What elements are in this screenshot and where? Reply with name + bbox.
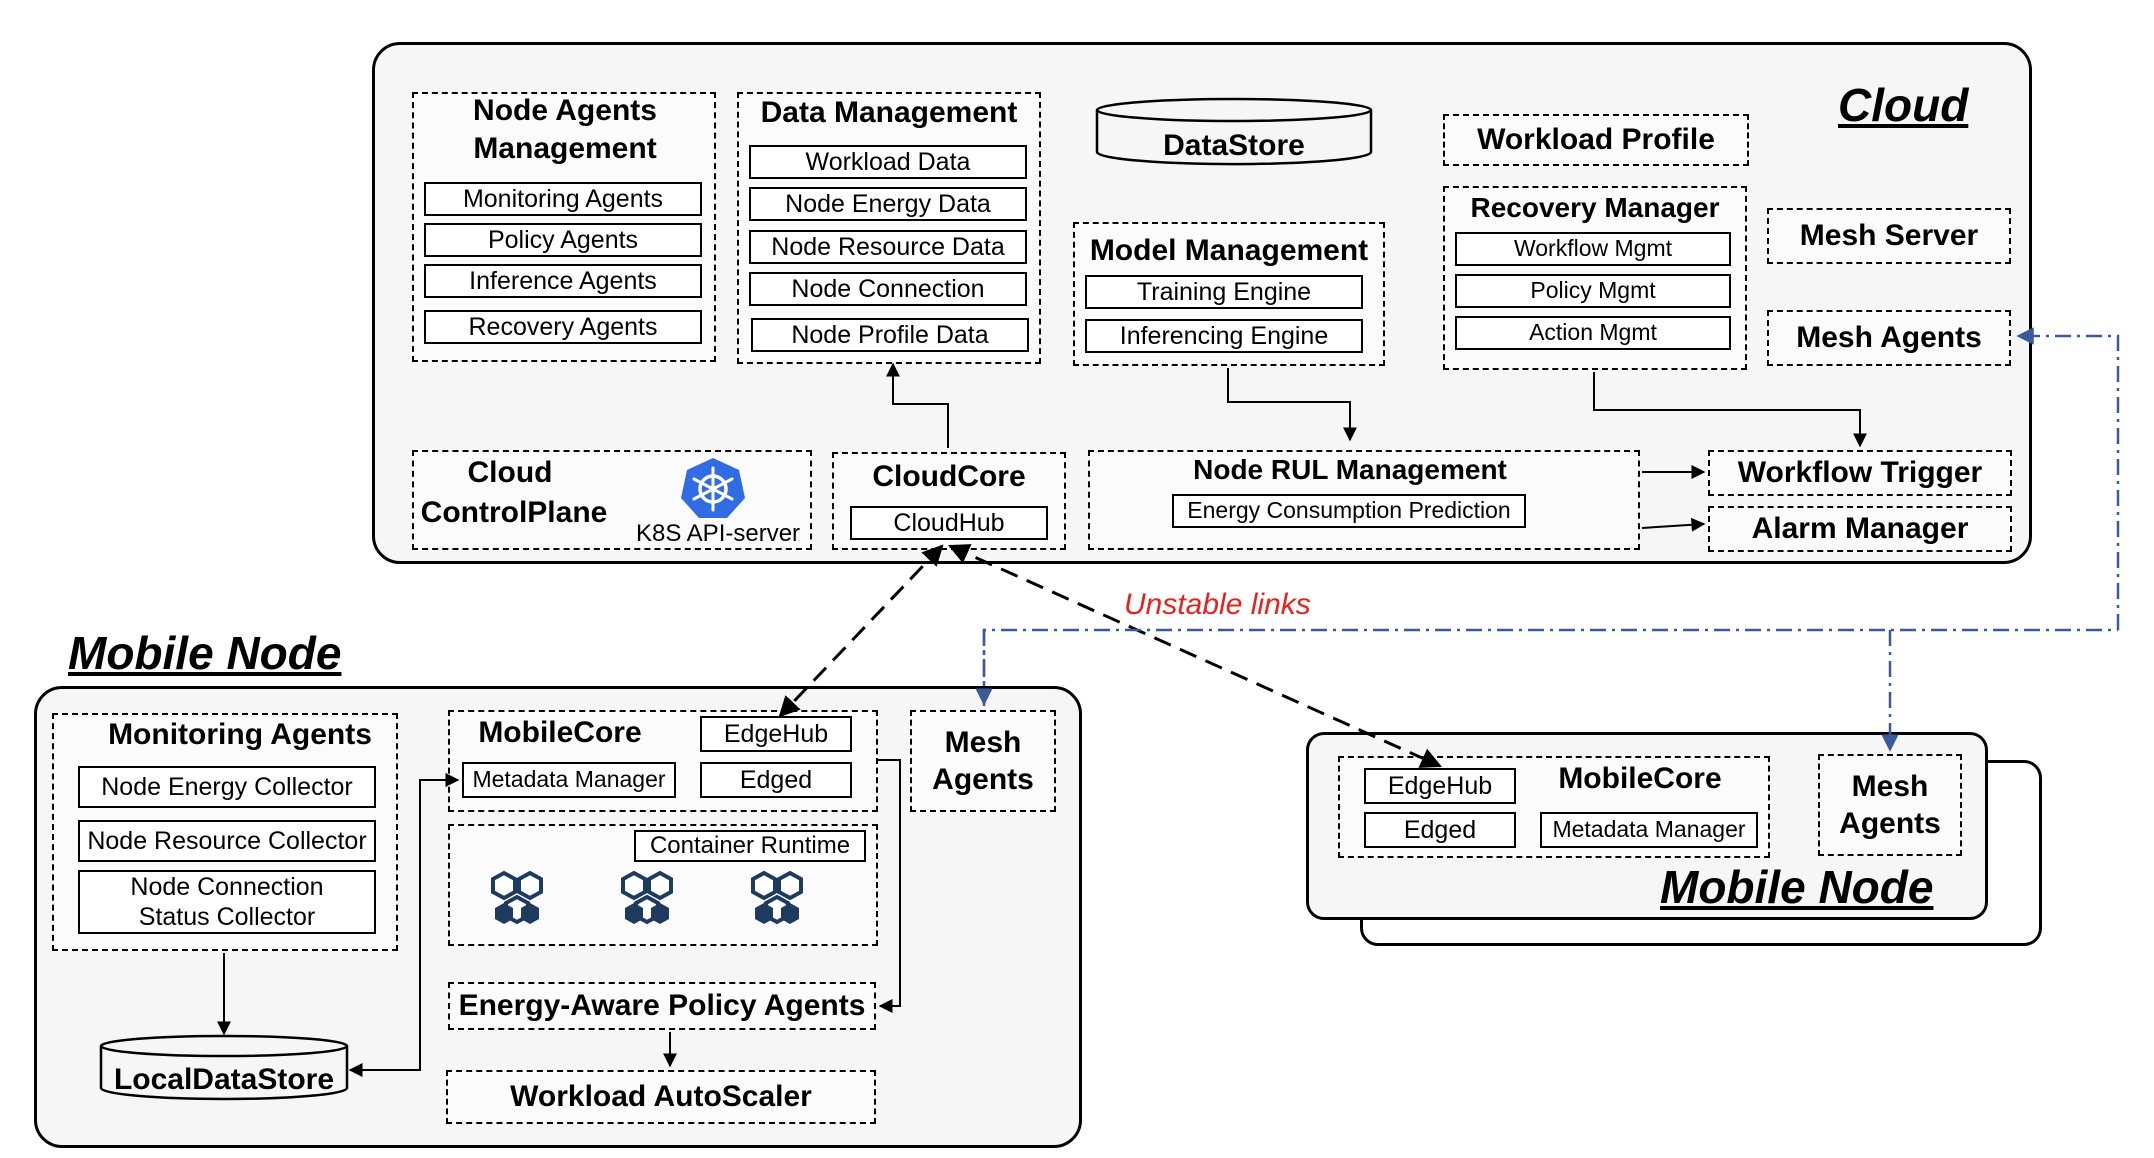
node-profile-data-item: Node Profile Data bbox=[751, 318, 1029, 352]
node-connection-line2: Status Collector bbox=[138, 903, 316, 931]
model-management-title: Model Management bbox=[1089, 234, 1369, 267]
mesh-agents-line1: Mesh bbox=[944, 725, 1022, 759]
recovery-agents-item: Recovery Agents bbox=[424, 310, 702, 344]
workload-profile-box: Workload Profile bbox=[1443, 114, 1749, 166]
energy-consumption-prediction-box: Energy Consumption Prediction bbox=[1172, 494, 1526, 528]
mesh-link-bus bbox=[982, 628, 2118, 706]
cloudcore-title: CloudCore bbox=[872, 460, 1026, 493]
edged-left-box: Edged bbox=[700, 762, 852, 798]
k8s-api-server-label: K8S API-server bbox=[635, 520, 801, 547]
energy-aware-policy-agents-box: Energy-Aware Policy Agents bbox=[448, 982, 876, 1030]
training-engine-item: Training Engine bbox=[1085, 275, 1363, 309]
datastore-cylinder bbox=[1095, 97, 1373, 166]
node-connection-item: Node Connection bbox=[749, 272, 1027, 306]
mobilecore-right-title: MobileCore bbox=[1558, 762, 1722, 795]
mobile-node-left-title: Mobile Node bbox=[68, 627, 342, 679]
container-icon bbox=[491, 870, 543, 925]
mesh-link-cloud-arrow bbox=[2016, 327, 2120, 630]
unstable-links-label: Unstable links bbox=[1124, 588, 1311, 621]
inference-agents-item: Inference Agents bbox=[424, 264, 702, 298]
container-icon bbox=[621, 870, 673, 925]
policy-mgmt-item: Policy Mgmt bbox=[1455, 274, 1731, 308]
datastore-label: DataStore bbox=[1163, 129, 1305, 163]
data-management-title: Data Management bbox=[760, 96, 1018, 129]
workload-autoscaler-box: Workload AutoScaler bbox=[446, 1070, 876, 1124]
container-icon bbox=[751, 870, 803, 925]
mesh-agents-line2: Agents bbox=[932, 763, 1034, 796]
node-energy-collector-box: Node Energy Collector bbox=[78, 766, 376, 808]
cloud-mesh-agents-box: Mesh Agents bbox=[1767, 310, 2011, 366]
action-mgmt-item: Action Mgmt bbox=[1455, 316, 1731, 350]
mobile-left-mesh-agents-box: Mesh Agents bbox=[910, 710, 1056, 812]
workflow-trigger-box: Workflow Trigger bbox=[1708, 450, 2012, 496]
node-energy-data-item: Node Energy Data bbox=[749, 187, 1027, 221]
edgehub-right-box: EdgeHub bbox=[1364, 768, 1516, 804]
mesh-agents-line2: Agents bbox=[1839, 807, 1941, 840]
edgehub-left-box: EdgeHub bbox=[700, 716, 852, 752]
node-resource-collector-box: Node Resource Collector bbox=[78, 820, 376, 862]
node-agents-management-title: Node Agents Management bbox=[473, 94, 657, 165]
node-rul-management-title: Node RUL Management bbox=[1193, 454, 1507, 485]
local-datastore-label: LocalDataStore bbox=[113, 1063, 335, 1097]
workflow-mgmt-item: Workflow Mgmt bbox=[1455, 232, 1731, 266]
policy-agents-item: Policy Agents bbox=[424, 223, 702, 257]
local-datastore-cylinder bbox=[99, 1034, 349, 1101]
mesh-agents-line1: Mesh bbox=[1851, 769, 1929, 803]
alarm-manager-box: Alarm Manager bbox=[1708, 506, 2012, 552]
mesh-server-box: Mesh Server bbox=[1767, 208, 2011, 264]
recovery-manager-title: Recovery Manager bbox=[1470, 192, 1720, 223]
workload-data-item: Workload Data bbox=[749, 145, 1027, 179]
kubernetes-icon bbox=[681, 458, 745, 518]
container-runtime-label: Container Runtime bbox=[634, 830, 866, 862]
cloudhub-box: CloudHub bbox=[850, 506, 1048, 540]
cloud-controlplane-title-line2: ControlPlane bbox=[420, 496, 608, 529]
node-resource-data-item: Node Resource Data bbox=[749, 230, 1027, 264]
cloud-controlplane-title-line1: Cloud bbox=[467, 456, 553, 489]
cloud-title: Cloud bbox=[1838, 79, 1969, 131]
mobilecore-left-title: MobileCore bbox=[478, 716, 642, 749]
monitoring-agents-item: Monitoring Agents bbox=[424, 182, 702, 216]
mobile-right-mesh-agents-box: Mesh Agents bbox=[1818, 754, 1962, 856]
node-connection-status-collector-box: Node Connection Status Collector bbox=[78, 870, 376, 934]
edged-right-box: Edged bbox=[1364, 812, 1516, 848]
node-connection-line1: Node Connection bbox=[130, 873, 324, 901]
inferencing-engine-item: Inferencing Engine bbox=[1085, 319, 1363, 353]
mobile-monitoring-agents-title: Monitoring Agents bbox=[108, 718, 372, 751]
metadata-manager-right-box: Metadata Manager bbox=[1540, 812, 1758, 848]
mobile-node-right-title: Mobile Node bbox=[1660, 861, 1934, 913]
metadata-manager-left-box: Metadata Manager bbox=[462, 762, 676, 798]
cloud-controlplane-group bbox=[412, 450, 812, 550]
